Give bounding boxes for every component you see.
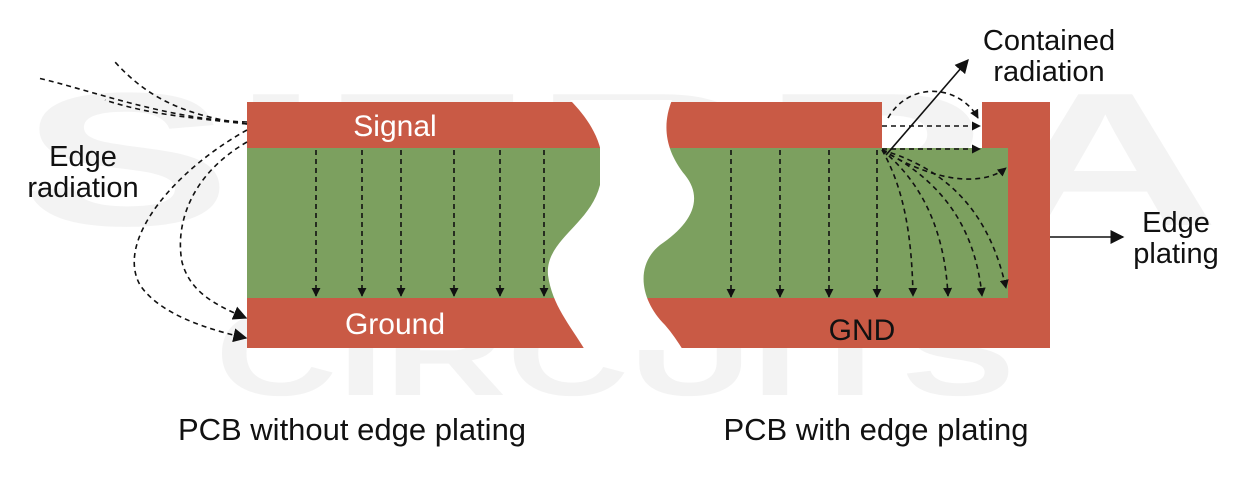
edge-radiation-line	[114, 61, 248, 125]
contained-radiation-pointer	[885, 58, 969, 156]
edge-plating-label-line2: plating	[1133, 238, 1218, 270]
right-signal-layer	[640, 102, 882, 148]
edge-radiation-line	[133, 129, 248, 343]
right-field-arrows	[726, 150, 882, 298]
edge-radiation-line	[179, 141, 248, 320]
gnd-label: GND	[829, 314, 896, 347]
right-gnd-layer	[640, 298, 1050, 348]
edge-radiation-line	[37, 77, 248, 123]
ground-label: Ground	[345, 308, 445, 341]
left-signal-layer	[247, 102, 607, 148]
left-pcb	[247, 100, 640, 350]
right-edge-cutout	[600, 100, 695, 350]
left-ground-layer	[247, 298, 607, 348]
right-contained-field	[881, 90, 1009, 297]
left-dielectric-layer	[247, 148, 607, 298]
fan-field-line	[881, 149, 1007, 180]
contained-radiation-label-line1: Contained	[983, 25, 1115, 57]
contained-radiation-label-line2: radiation	[993, 56, 1104, 88]
right-caption: PCB with edge plating	[723, 412, 1028, 447]
fan-field-line	[881, 149, 953, 297]
edge-plating	[982, 102, 1050, 348]
edge-radiation-label-line1: Edge	[49, 141, 117, 173]
left-field-arrows	[311, 150, 549, 297]
left-edge-radiation	[37, 61, 248, 343]
right-dielectric-layer	[640, 148, 1010, 298]
edge-plating-label-line1: Edge	[1142, 207, 1210, 239]
edge-radiation-line	[104, 99, 248, 125]
plating-field-arrow	[887, 90, 979, 119]
signal-label: Signal	[353, 110, 436, 143]
edge-radiation-label-line2: radiation	[27, 172, 138, 204]
left-caption: PCB without edge plating	[178, 412, 526, 447]
right-pcb	[600, 100, 1050, 350]
